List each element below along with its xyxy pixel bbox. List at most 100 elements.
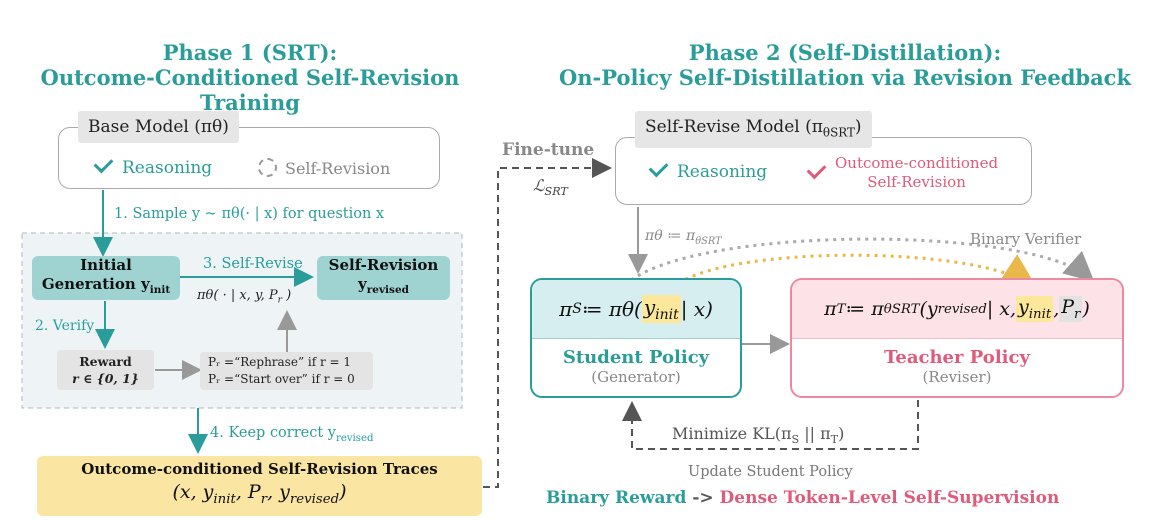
student-cond: | x) [680,297,713,321]
oc-line1: Outcome-conditioned [835,154,999,172]
teacher-yinit: yinit [1016,296,1054,322]
pr-line2: Pᵣ =“Start over” if r = 0 [208,372,355,386]
policy-formula-sub: r [277,295,282,306]
self-rev-y: y [358,275,367,293]
teacher-pi: π [824,298,837,320]
traces-formula-c: , y [267,481,290,504]
pr-line1: Pᵣ =“Rephrase” if r = 1 [208,355,352,369]
phase1-title: Phase 1 (SRT): Outcome-Conditioned Self-… [0,40,500,115]
phase1-title-line2: Outcome-Conditioned Self-Revision Traini… [40,65,460,115]
oc-text: Outcome-conditioned Self-Revision [835,154,998,192]
self-revise-model-sub: θSRT [822,125,855,140]
teacher-yinit-y: y [1018,296,1029,319]
binary-verifier-label: Binary Verifier [970,230,1082,248]
traces-sub3: revised [289,491,340,507]
traces-formula-b: , P [235,481,261,504]
student-yinit: yinit [641,295,681,323]
assign-label: πθ ≔ πθSRT [645,228,722,247]
phase1-title-line1: Phase 1 (SRT): [162,40,338,65]
p2-reasoning: Reasoning [648,157,768,182]
teacher-pi-sub: T [836,301,846,317]
student-label: Student Policy [562,347,710,368]
base-model-tab: Base Model (πθ) [78,111,239,143]
traces-sub1: init [213,491,236,507]
step4-label: 4. Keep correct yrevised [210,425,373,444]
self-rev-sub: revised [366,284,409,296]
minimize-end: ) [838,424,845,443]
student-y-sub: init [655,307,679,323]
initial-gen-line1: Initial [80,256,132,274]
initial-gen-y: Generation y [41,275,150,293]
teacher-cond: | x, [986,298,1017,320]
finetune-label: Fine-tune [502,140,595,160]
traces-formula-d: ) [339,481,347,504]
tagline-binary: Binary Reward [546,488,687,508]
loss-label: ℒSRT [533,176,568,198]
step4-sub: revised [335,432,374,444]
teacher-comma: , [1053,298,1060,320]
self-revision-box: Self-Revision yrevised [317,256,450,300]
base-reasoning: Reasoning [93,153,213,178]
step2-label: 2. Verify [35,318,95,334]
reward-line1: Reward [79,354,132,369]
student-pi: π [559,297,573,321]
tagline-arrow: -> [686,488,720,508]
loss-symbol: ℒ [533,176,545,195]
traces-formula: (x, yinit, Pr, yrevised) [172,479,346,513]
tagline-dense: Dense Token-Level Self-Supervision [719,488,1060,508]
initial-generation-box: Initial Generation yinit [32,256,180,300]
teacher-p-sub: r [1074,306,1081,322]
base-reasoning-label: Reasoning [122,158,213,178]
traces-box: Outcome-conditioned Self-Revision Traces… [37,456,482,516]
student-pi-sub: S [572,301,582,317]
teacher-pr: Pr [1059,296,1083,322]
reward-box: Reward r ∈ {0, 1} [57,350,154,390]
phase2-title: Phase 2 (Self-Distillation): On-Policy S… [540,40,1150,90]
teacher-p: P [1061,296,1075,319]
pr-box: Pᵣ =“Rephrase” if r = 1 Pᵣ =“Start over”… [200,352,373,390]
minimize-text: Minimize KL(π [672,424,792,443]
assign-text: πθ ≔ π [645,228,696,244]
base-self-revision: Self-Revision [258,158,390,178]
bottom-tagline: Binary Reward -> Dense Token-Level Self-… [546,488,1059,508]
oc-line2: Self-Revision [867,173,966,191]
teacher-close: ) [1082,298,1090,320]
phase2-title-line1: Phase 2 (Self-Distillation): [688,40,1002,65]
traces-sub2: r [260,491,268,507]
update-student-label: Update Student Policy [688,464,853,480]
step3-label: 3. Self-Revise [203,256,303,272]
self-rev-line2: yrevised [358,275,409,300]
initial-gen-line2: Generation yinit [42,275,170,300]
step1-label: 1. Sample y ~ πθ(· | x) for question x [114,206,385,222]
teacher-theta-sub: θSRT [883,301,920,317]
dashed-circle-icon [258,158,277,177]
teacher-y: (y [919,298,938,320]
p2-reasoning-label: Reasoning [677,162,768,182]
step4-text: 4. Keep correct y [210,425,336,441]
minimize-kl-label: Minimize KL(πS || πT) [672,424,844,446]
p2-outcome-conditioned: Outcome-conditioned Self-Revision [806,154,998,192]
teacher-label: Teacher Policy [884,347,1030,368]
policy-formula-main: πθ( · | x, y, P [197,288,278,303]
policy-formula: πθ( · | x, y, Pr ) [197,288,291,306]
initial-gen-sub: init [149,284,171,296]
phase2-title-line2: On-Policy Self-Distillation via Revision… [558,65,1132,90]
minimize-sub2: T [830,433,839,447]
policy-formula-end: ) [281,288,292,303]
reward-line2: r ∈ {0, 1} [72,371,139,386]
teacher-role: (Reviser) [922,368,992,386]
traces-title: Outcome-conditioned Self-Revision Traces [81,460,438,479]
teacher-yinit-sub: init [1028,306,1052,322]
finetune-dashed-arrow [483,158,612,488]
check-icon [806,159,827,179]
traces-formula-a: (x, y [172,481,214,504]
self-revise-model-text: Self-Revise Model (π [645,117,823,137]
base-self-revision-label: Self-Revision [285,159,391,178]
kl-feedback-arrow [622,400,919,450]
teacher-y-sub: revised [937,301,987,317]
teacher-assign: ≔ π [845,298,884,320]
binary-verifier-arc [623,237,1095,287]
